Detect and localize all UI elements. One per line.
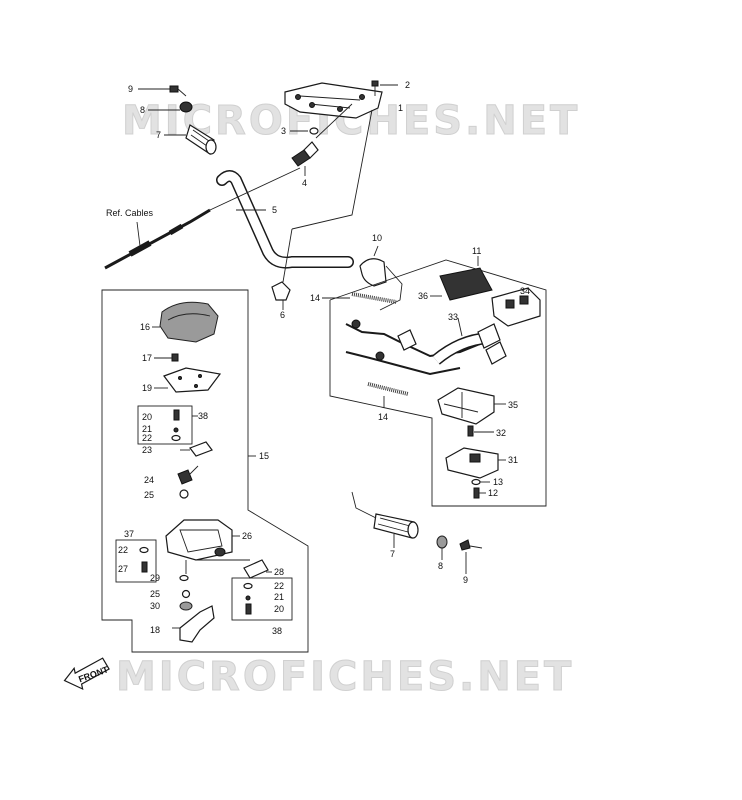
part-9-screw: [138, 85, 187, 97]
part-36-switch-block: [430, 267, 493, 301]
part-1-clamp-plate: [284, 82, 383, 119]
ref-cables: [104, 167, 301, 270]
part-7-grip-right: [351, 491, 419, 548]
label-22-right: 22: [274, 581, 284, 591]
part-19-gasket: [154, 367, 222, 393]
part-14-band-lower: [367, 382, 409, 408]
label-16: 16: [140, 322, 150, 332]
label-19: 19: [142, 383, 152, 393]
label-8-bottom: 8: [438, 561, 443, 571]
part-17-screw: [154, 353, 179, 362]
label-5: 5: [272, 205, 277, 215]
label-27: 27: [118, 564, 128, 574]
label-6: 6: [280, 310, 285, 320]
part-23-clip: [180, 441, 213, 457]
label-3: 3: [281, 126, 286, 136]
part-24-contact: [177, 465, 199, 485]
part-11-switch-assembly-box: [329, 256, 547, 507]
label-4: 4: [302, 178, 307, 188]
part-5-handlebar: [216, 170, 354, 269]
part-34-switch-housing: [491, 287, 541, 327]
label-20-left: 20: [142, 412, 152, 422]
label-17: 17: [142, 353, 152, 363]
part-12-screw: [473, 487, 486, 499]
label-28: 28: [274, 567, 284, 577]
label-18: 18: [150, 625, 160, 635]
label-25-upper: 25: [144, 490, 154, 500]
label-8-top: 8: [140, 105, 145, 115]
label-20-right: 20: [274, 604, 284, 614]
label-13: 13: [493, 477, 503, 487]
label-21-right: 21: [274, 592, 284, 602]
part-29-washer: [179, 574, 189, 582]
part-32-screw: [467, 425, 494, 437]
front-direction-marker: FRONT: [63, 657, 110, 691]
part-25-nut-lower: [181, 589, 191, 599]
part-26-lower-case: [165, 519, 250, 574]
part-14-band-upper: [322, 292, 397, 304]
label-38-lower: 38: [272, 626, 282, 636]
label-30: 30: [150, 601, 160, 611]
label-23: 23: [142, 445, 152, 455]
label-25-lower: 25: [150, 589, 160, 599]
part-3-washer: [290, 127, 319, 135]
part-9-screw-right: [459, 539, 483, 574]
part-2-bolt: [371, 80, 398, 96]
part-6-clip: [271, 109, 373, 310]
part-8-weight: [148, 101, 193, 113]
group-22-27-box: [115, 539, 157, 583]
part-7-grip-left: [164, 124, 217, 155]
group-20-22-box: [137, 405, 198, 445]
part-31-lower-case: [445, 447, 506, 479]
label-37: 37: [124, 529, 134, 539]
label-1: 1: [398, 103, 403, 113]
label-14-lower: 14: [378, 412, 388, 422]
label-33: 33: [448, 312, 458, 322]
label-22-box: 22: [118, 545, 128, 555]
part-30-grommet: [179, 601, 193, 611]
ref-cables-label: Ref. Cables: [106, 208, 154, 218]
part-28-spring: [243, 559, 272, 579]
label-29: 29: [150, 573, 160, 583]
label-7-top: 7: [156, 130, 161, 140]
part-25-nut: [179, 489, 189, 499]
label-22-left: 22: [142, 433, 152, 443]
label-11: 11: [472, 246, 481, 256]
label-15: 15: [259, 451, 269, 461]
part-8-weight-right: [436, 535, 448, 560]
part-4-fitting: [291, 103, 353, 176]
label-12: 12: [488, 488, 498, 498]
group-20-22-box-right: [231, 577, 293, 621]
label-21-left: 21: [142, 424, 152, 434]
label-35: 35: [508, 400, 518, 410]
label-31: 31: [508, 455, 518, 465]
label-34: 34: [520, 286, 530, 296]
label-7-bottom: 7: [390, 549, 395, 559]
part-16-cover: [152, 301, 219, 343]
label-9-bottom: 9: [463, 575, 468, 585]
label-32: 32: [496, 428, 506, 438]
label-38-upper: 38: [198, 411, 208, 421]
part-15-switch-assembly-box: [101, 289, 309, 653]
part-35-upper-case: [437, 387, 506, 425]
part-33-wiring: [345, 317, 507, 376]
part-13-washer: [471, 478, 490, 486]
label-10: 10: [372, 233, 382, 243]
watermark-bottom: MICROFICHES.NET: [116, 654, 574, 700]
label-26: 26: [242, 531, 252, 541]
part-18-lever: [172, 605, 215, 643]
label-36: 36: [418, 291, 428, 301]
label-24: 24: [144, 475, 154, 485]
label-2: 2: [405, 80, 410, 90]
label-9-top: 9: [128, 84, 133, 94]
part-10-bracket: [359, 245, 403, 311]
label-14-upper: 14: [310, 293, 320, 303]
